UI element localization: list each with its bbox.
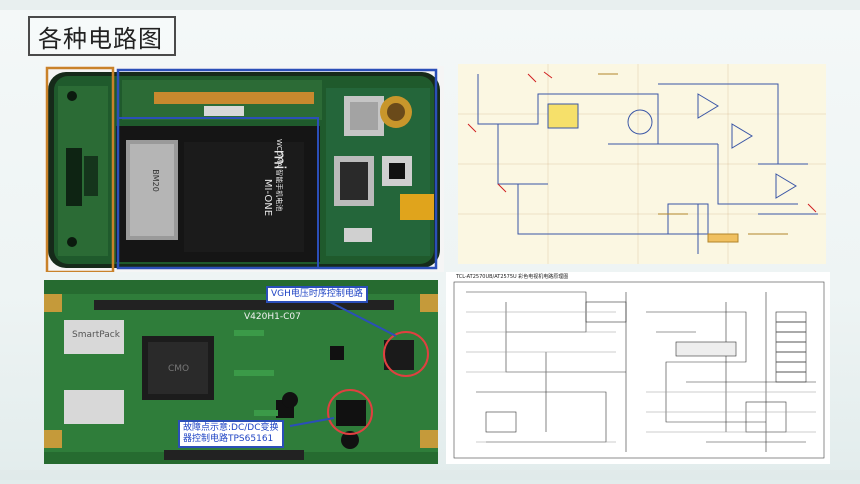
- fault-callout-line2: 器控制电路TPS65161: [183, 434, 274, 444]
- battery-model: WCDMA 智能手机电池: [275, 139, 283, 212]
- tcon-board-photo: V420H1-C07 CMO SmartPack VGH电压时序控制电路 故障点…: [44, 280, 438, 464]
- fault-callout-line1: 故障点示意:DC/DC变换: [183, 423, 279, 433]
- slide-title: 各种电路图: [28, 16, 176, 56]
- chip-label: CMO: [168, 364, 190, 374]
- phone-board-photo: mi MI-ONE WCDMA 智能手机电池 BM20: [44, 66, 444, 272]
- analog-schematic: [458, 64, 826, 264]
- battery-brand: MI-ONE: [262, 178, 274, 217]
- battery-spec: BM20: [150, 169, 160, 192]
- tv-schematic: TCL-AT2570UB/AT2575U 彩色电视机电路原理图: [446, 272, 830, 464]
- vgh-callout: VGH电压时序控制电路: [266, 286, 368, 303]
- side-label: SmartPack: [72, 330, 120, 340]
- fault-callout: 故障点示意:DC/DC变换 器控制电路TPS65161: [178, 420, 284, 448]
- board-model-label: V420H1-C07: [244, 312, 301, 322]
- tv-schematic-header: TCL-AT2570UB/AT2575U 彩色电视机电路原理图: [456, 274, 569, 280]
